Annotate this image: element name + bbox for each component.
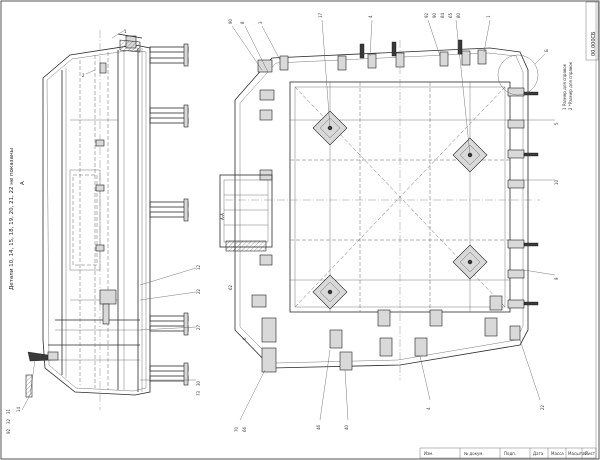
side-pins [149,43,189,386]
callout: 90 [228,18,233,24]
detail-label: Б [544,49,549,52]
detail-note-1: 1 Размер для справок [562,63,567,110]
callout: 32 [6,418,11,424]
callout: 73 [196,390,201,396]
callout: 1 [124,29,127,34]
detail-b [497,53,546,96]
title-cell: Дата [533,451,544,456]
section-bracket [219,174,273,252]
plan-view [219,19,556,421]
callout: 10 [554,179,559,185]
callout: 3 [258,21,263,24]
callout: 17 [318,12,323,18]
title-cell: № докум. [464,451,484,456]
side-view-note-text: Детали 10, 14, 15, 18, 19, 20, 21, 22 не… [9,148,15,290]
callout: 4 [426,407,431,410]
title-cell: Масса [551,451,564,456]
title-block: Изм. № докум. Подп. Дата Масса Масштаб Л… [419,447,597,459]
callout: 30 [196,380,201,386]
title-cell: Изм. [424,451,433,456]
detail-note-2: 2 *Размер для справок [568,61,573,110]
top-clamps [279,39,487,71]
callout: 8 [240,21,245,24]
mount-plates [312,110,488,310]
plan-callouts: 90 8 3 17 4 92 90 84 65 80 1 6 62 А-А 70… [220,12,559,432]
section-label: А-А [220,213,225,220]
callout: 80 [456,12,461,18]
callout: 40 [344,424,349,430]
title-cell: Масштаб [568,451,588,456]
title-cell: Подп. [504,451,516,456]
callout: 92 [6,428,11,434]
callout: 90 [432,12,437,18]
callout: 46 [316,424,321,430]
callout: 9 [554,277,559,280]
detail-notes: 1 Размер для справок 2 *Размер для справ… [562,61,573,110]
callout: 31 [6,408,11,414]
callout: 4 [368,15,373,18]
callout: 27 [196,324,201,330]
side-view [21,29,197,411]
callout: 2 [82,73,85,78]
sheet-code: 00.000СБ [591,31,597,56]
side-view-label: А [20,181,26,185]
callout: 14 [16,406,21,412]
callout: 22 [196,288,201,294]
sheet-code-box: 00.000СБ [585,1,599,61]
callout: 22 [540,404,545,410]
callout: 92 [424,12,429,18]
side-view-callouts: 1 2 12 22 27 30 73 31 32 92 14 [6,29,201,434]
left-clamps [251,59,275,308]
callout: 5 [554,122,559,125]
callout: 65 [448,12,453,18]
callout: 62 [228,284,233,290]
callout: 12 [196,264,201,270]
title-cell: Лист [585,451,596,456]
callout: 6 [242,337,247,340]
callout: 1 [486,15,491,18]
bottom-clamps [261,295,521,373]
side-view-note: Детали 10, 14, 15, 18, 19, 20, 21, 22 не… [9,148,26,290]
callout: 84 [440,12,445,18]
right-clamps [507,87,539,309]
callout: 66 [242,426,247,432]
callout: 70 [234,426,239,432]
